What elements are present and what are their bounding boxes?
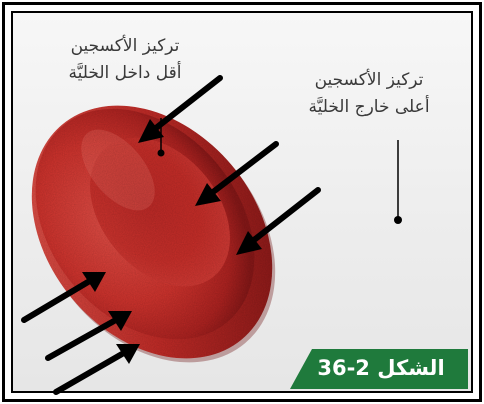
outside-concentration-label: تركيز الأكسجين أعلى خارج الخليَّة [285,67,453,121]
inside-concentration-label: تركيز الأكسجين أقل داخل الخليَّة [50,33,200,87]
outside-label-line2: أعلى خارج الخليَّة [285,94,453,121]
outside-label-line1: تركيز الأكسجين [285,67,453,94]
outside-pointer [394,140,402,224]
inside-label-line2: أقل داخل الخليَّة [50,60,200,87]
arrow-6 [56,344,140,392]
figure-caption: الشكل 2-36 [300,352,462,384]
inside-label-line1: تركيز الأكسجين [50,33,200,60]
